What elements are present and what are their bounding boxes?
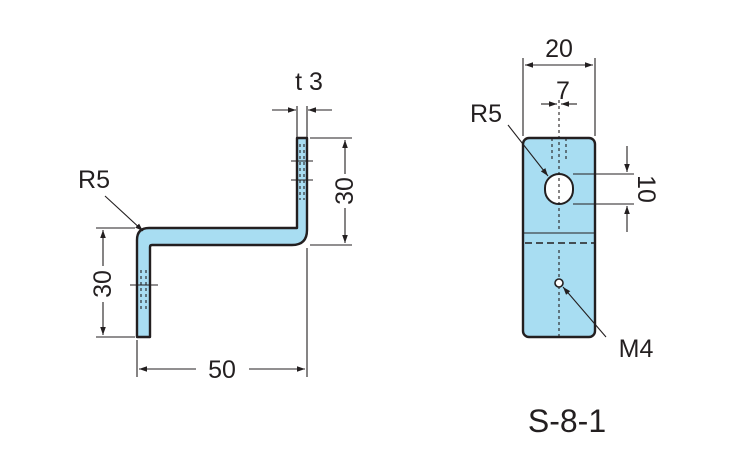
front-radius-label: R5 bbox=[470, 100, 502, 128]
upper-height-label: 30 bbox=[331, 177, 359, 205]
front-view: 20 7 10 R5 M4 bbox=[470, 35, 660, 363]
tap-leader bbox=[562, 286, 607, 338]
radius-leader bbox=[104, 195, 144, 232]
slot-length-label: 10 bbox=[632, 175, 660, 203]
part-id: S-8-1 bbox=[528, 403, 606, 439]
thickness-label: t 3 bbox=[295, 68, 323, 96]
offset-label: 7 bbox=[556, 77, 570, 105]
width-label: 50 bbox=[208, 356, 236, 384]
tap-label: M4 bbox=[619, 335, 654, 363]
front-radius-leader bbox=[507, 124, 549, 177]
m4-tapped-hole bbox=[554, 278, 564, 288]
bracket-side-profile bbox=[135, 136, 309, 339]
lower-height-label: 30 bbox=[89, 270, 117, 298]
front-width-label: 20 bbox=[545, 35, 573, 63]
radius-label: R5 bbox=[78, 166, 110, 194]
side-view: t 3 30 30 50 R5 bbox=[78, 68, 359, 384]
